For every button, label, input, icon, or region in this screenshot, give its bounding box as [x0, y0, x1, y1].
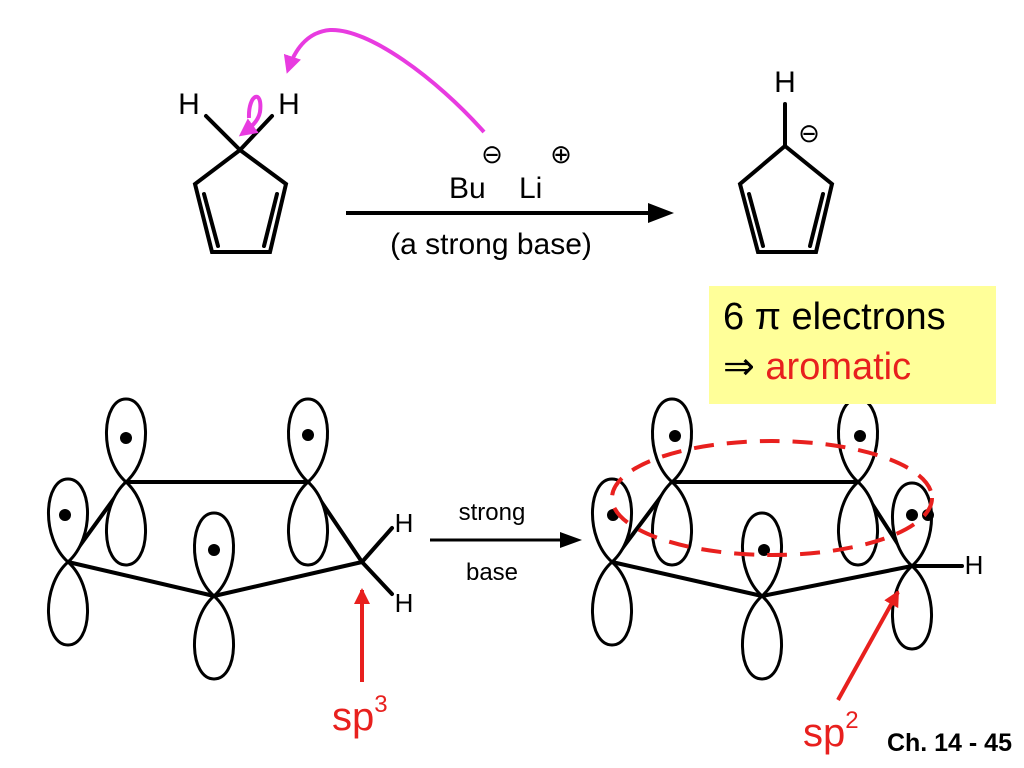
left-h-top: H — [395, 508, 414, 538]
delocalization-ellipse — [610, 439, 934, 557]
right-orbital-diagram — [590, 397, 964, 681]
reagent-li: Li — [519, 172, 542, 205]
reactant-h-right: H — [278, 88, 300, 121]
right-h: H — [965, 550, 984, 580]
implies-icon: ⇒ — [723, 346, 755, 388]
aromatic-word: aromatic — [765, 346, 912, 388]
reaction-arrow-head-icon — [648, 203, 674, 223]
aromatic-note-box: 6 π electrons ⇒ aromatic — [709, 286, 996, 404]
reagent-bu: Bu — [449, 172, 486, 205]
slide-reference: Ch. 14 - 45 — [886, 729, 1012, 757]
bond-electron-arrow — [238, 94, 263, 137]
cyclopentadienyl-anion-structure — [737, 102, 835, 254]
sp2-pointer-arrow — [836, 590, 900, 701]
base-attack-arrow — [283, 27, 486, 134]
pi-electrons-line: 6 π electrons — [723, 296, 946, 338]
left-h-bottom: H — [395, 588, 414, 618]
cyclopentadiene-structure — [192, 114, 289, 254]
reagent-note: (a strong base) — [390, 228, 592, 261]
plus-charge-icon: ⊕ — [550, 139, 572, 169]
minus-charge-icon: ⊖ — [481, 139, 503, 169]
arrow-label-base: base — [466, 559, 518, 586]
strong-base-arrow-head-icon — [560, 532, 582, 548]
product-h: H — [774, 66, 796, 99]
arrow-label-strong: strong — [459, 499, 526, 526]
reactant-h-left: H — [178, 88, 200, 121]
sp3-label: sp3 — [332, 691, 388, 739]
anion-charge-icon: ⊖ — [798, 118, 820, 148]
aromatic-line: ⇒ aromatic — [723, 342, 986, 392]
left-orbital-diagram — [46, 397, 394, 681]
sp2-label: sp2 — [803, 707, 859, 755]
